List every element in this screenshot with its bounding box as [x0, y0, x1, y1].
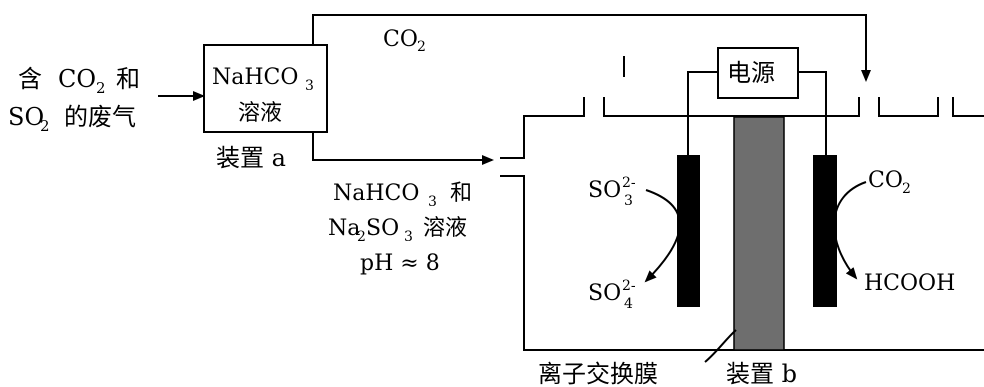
- solution-label: NaHCO 3 和 Na 2 SO 3 溶液 pH ≈ 8: [328, 181, 479, 276]
- right-electrode: [813, 155, 837, 307]
- ion-exchange-membrane: [733, 116, 785, 351]
- left-reaction-arrow: [644, 189, 681, 283]
- membrane-label: 离子交换膜: [538, 360, 658, 387]
- solution-pipe: [312, 132, 494, 165]
- co2-pipe-label: CO 2: [383, 27, 426, 55]
- co2-pipe: [312, 14, 871, 82]
- device-a-content: NaHCO 3 溶液: [212, 65, 321, 126]
- right-reaction-arrow: [833, 181, 867, 280]
- power-source-label: 电源: [727, 59, 775, 87]
- right-co2-label: CO 2: [868, 168, 911, 197]
- left-electrode: [677, 155, 700, 307]
- waste-gas-label: 含 CO 2 和 SO 2 的废气: [8, 65, 148, 137]
- sulfite-label: SO 3 2-: [588, 175, 640, 211]
- left-wire: [687, 71, 718, 155]
- formic-acid-label: HCOOH: [864, 271, 955, 296]
- sulfate-label: SO 4 2-: [588, 278, 640, 314]
- device-a-name: 装置 a: [216, 144, 286, 172]
- device-b-name: 装置 b: [726, 360, 797, 387]
- membrane-pointer: [704, 329, 737, 363]
- device-a-box: [203, 44, 328, 133]
- right-wire: [798, 71, 827, 155]
